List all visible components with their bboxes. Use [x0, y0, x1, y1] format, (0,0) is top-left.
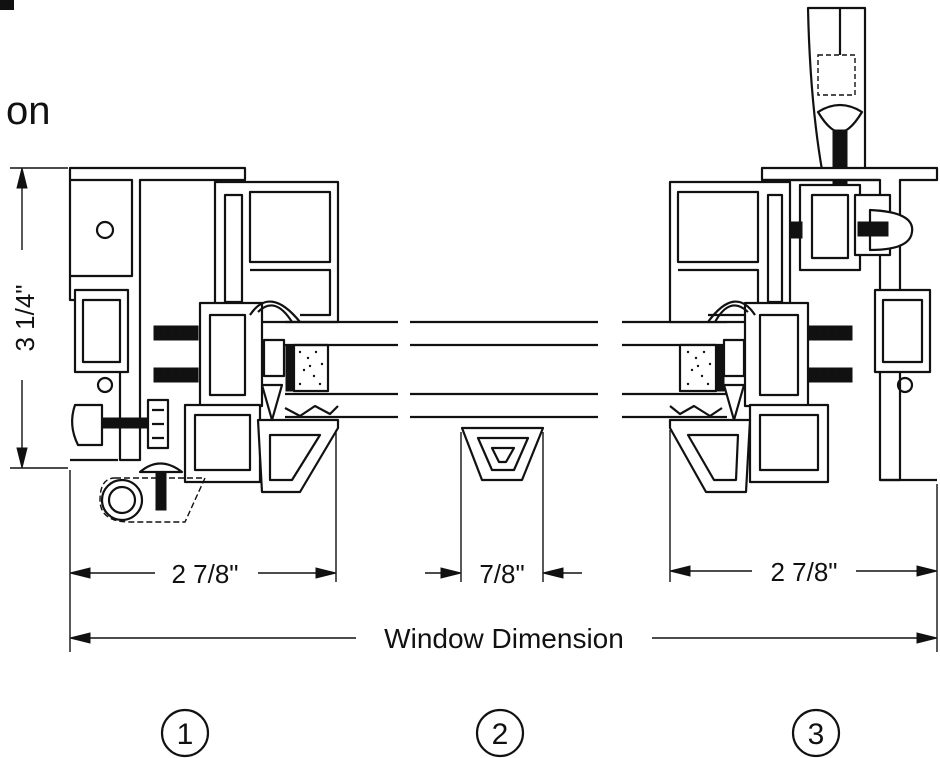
glazing-lines [285, 320, 727, 419]
left-jamb-section [68, 166, 340, 523]
callout-3-label: 3 [808, 718, 825, 751]
callout-1: 1 [160, 708, 210, 758]
overall-dimension: Window Dimension [69, 623, 938, 654]
glazing-bead-profile [460, 426, 545, 482]
title-fragment-mark [0, 0, 14, 10]
right-width-dimension: 2 7/8" [669, 557, 938, 587]
operator-roller-left [99, 462, 207, 523]
anchor-screw-left [71, 398, 170, 450]
weatherstrip-right [807, 325, 853, 383]
right-width-label: 2 7/8" [770, 557, 837, 587]
extension-lines [69, 430, 938, 652]
callout-1-label: 1 [177, 718, 194, 751]
height-label: 3 1/4" [10, 284, 40, 351]
callout-3: 3 [791, 708, 841, 758]
callout-2: 2 [475, 708, 525, 758]
middle-width-dimension: 7/8" [425, 559, 582, 589]
overall-label: Window Dimension [384, 623, 624, 654]
height-dimension: 3 1/4" [8, 167, 68, 469]
middle-width-label: 7/8" [479, 559, 524, 589]
callout-2-label: 2 [492, 718, 509, 751]
weatherstrip-left [153, 325, 199, 383]
right-jamb-section [668, 6, 939, 494]
left-width-label: 2 7/8" [171, 559, 238, 589]
title-fragment: on [6, 89, 51, 133]
left-width-dimension: 2 7/8" [69, 559, 337, 589]
